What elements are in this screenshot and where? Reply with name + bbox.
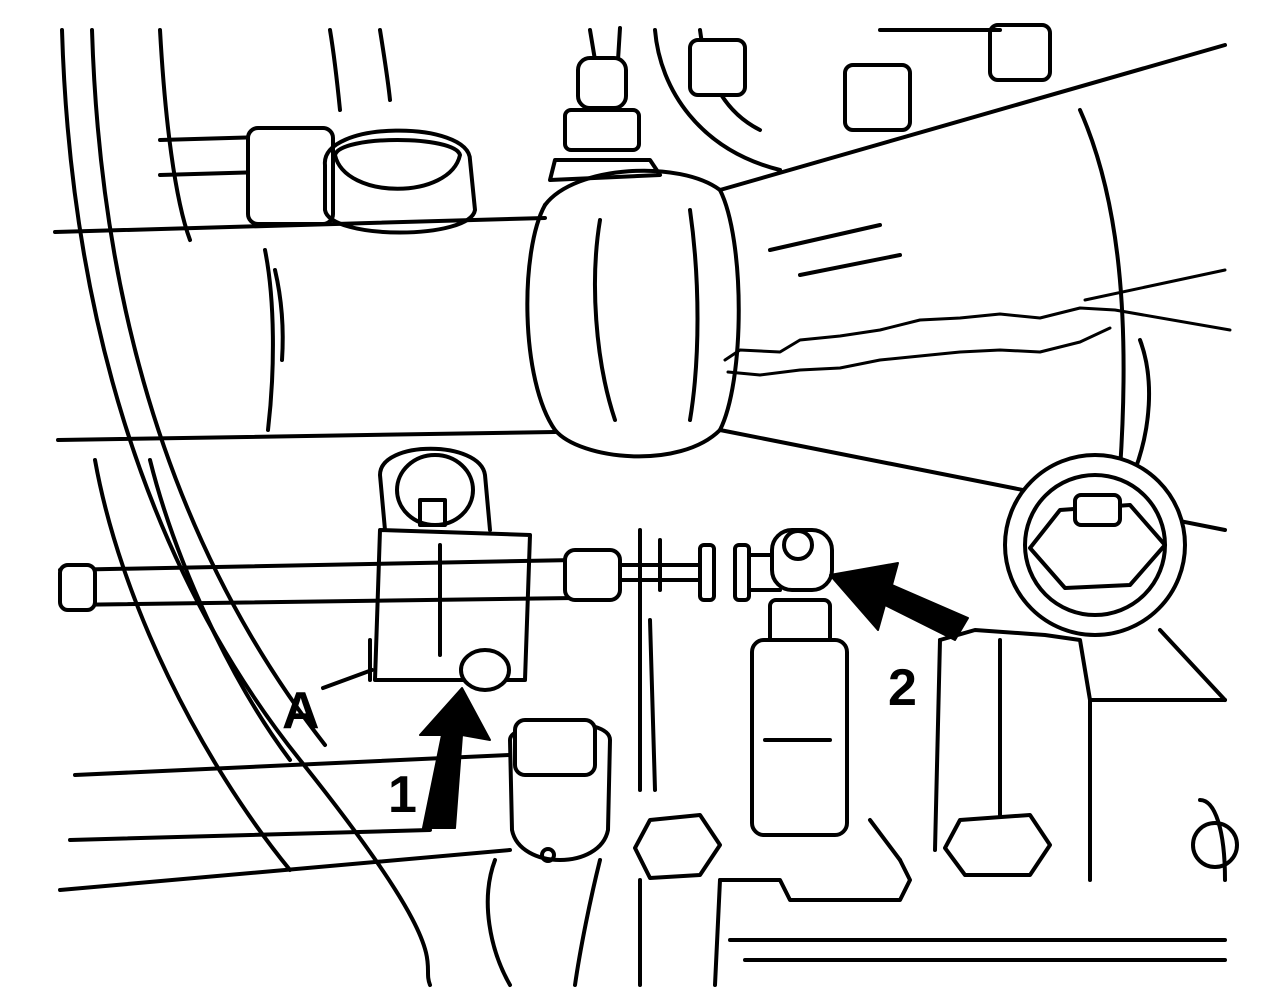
callout-a-leader [321,668,374,690]
axle-mount-nut [1003,453,1187,637]
callout-2-label: 2 [888,659,917,717]
parking-brake-cable [58,543,782,612]
lower-control-arm [58,718,612,987]
callout-1-arrow [419,687,491,829]
adjuster-clevis [658,528,834,592]
brake-line-fitting [548,26,662,182]
damper-cylinder [638,528,849,837]
callout-1-label: 1 [388,766,417,824]
upper-spring-clamp [158,126,477,235]
equalizer-bracket [368,446,532,692]
axle-housing-center [525,43,1232,532]
housing-bolts-top [653,23,1052,172]
callout-2-arrow [829,562,969,641]
lower-mount-bolts [633,813,1227,987]
callout-a-label: A [282,682,320,740]
right-frame-bracket [933,628,1239,882]
wheel-tire [60,28,432,987]
